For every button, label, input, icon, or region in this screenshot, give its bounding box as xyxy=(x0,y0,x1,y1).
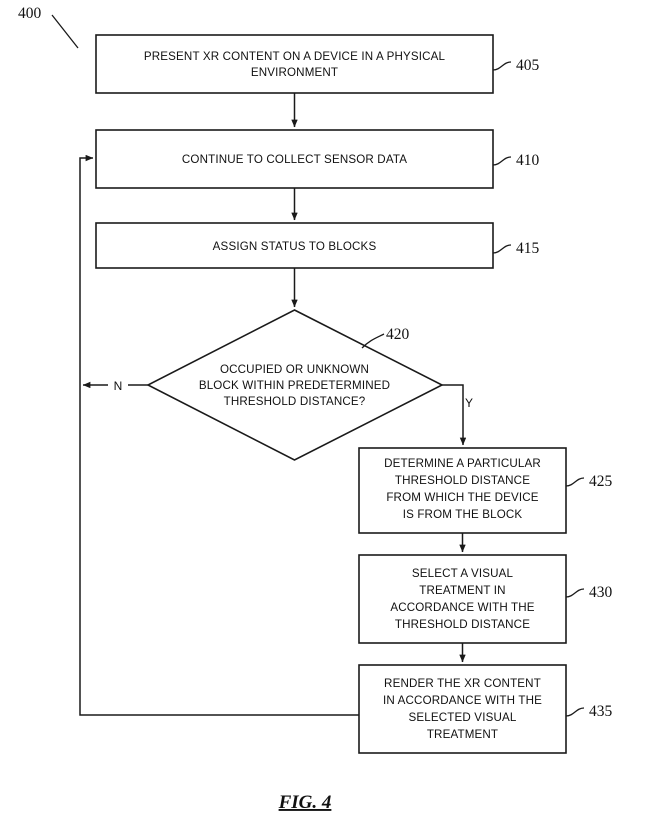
ref-415-leader xyxy=(492,244,512,254)
decision-diamond-420-line-2: BLOCK WITHIN PREDETERMINED xyxy=(199,379,390,392)
ref-number-415: 415 xyxy=(516,240,540,257)
process-box-435-line-4: TREATMENT xyxy=(427,728,498,741)
process-box-405[interactable] xyxy=(95,34,494,94)
decision-diamond-420-line-1: OCCUPIED OR UNKNOWN xyxy=(220,363,369,376)
process-box-425-line-4: IS FROM THE BLOCK xyxy=(403,508,523,521)
ref-410-leader xyxy=(492,156,512,166)
ref-430-leader xyxy=(565,588,585,598)
ref-number-420: 420 xyxy=(386,326,410,343)
diagram-ref-400-leader xyxy=(51,14,79,49)
process-box-435-line-1: RENDER THE XR CONTENT xyxy=(384,677,541,690)
branch-label-yes: Y xyxy=(465,396,473,410)
process-box-435-line-3: SELECTED VISUAL xyxy=(409,711,517,724)
feedback-loop-to-410 xyxy=(79,154,359,716)
ref-405-leader xyxy=(492,61,512,71)
ref-number-405: 405 xyxy=(516,57,540,74)
ref-number-425: 425 xyxy=(589,473,613,490)
process-box-410-line-1: CONTINUE TO COLLECT SENSOR DATA xyxy=(182,153,407,166)
process-box-425-line-3: FROM WHICH THE DEVICE xyxy=(386,491,538,504)
process-box-435-line-2: IN ACCORDANCE WITH THE xyxy=(383,694,542,707)
decision-diamond-420-line-3: THRESHOLD DISTANCE? xyxy=(224,395,366,408)
process-box-425-line-2: THRESHOLD DISTANCE xyxy=(395,474,530,487)
figure-caption: FIG. 4 xyxy=(278,792,332,813)
process-box-425[interactable] xyxy=(358,447,567,534)
process-box-425-line-1: DETERMINE A PARTICULAR xyxy=(384,457,541,470)
process-box-405-line-2: ENVIRONMENT xyxy=(251,66,338,79)
ref-number-410: 410 xyxy=(516,152,540,169)
process-box-415-line-1: ASSIGN STATUS TO BLOCKS xyxy=(213,240,377,253)
ref-number-435: 435 xyxy=(589,703,613,720)
diagram-ref-400: 400 xyxy=(18,5,42,22)
ref-435-leader xyxy=(565,707,585,717)
process-box-430-line-2: TREATMENT IN xyxy=(419,584,505,597)
ref-number-430: 430 xyxy=(589,584,613,601)
decision-diamond-420[interactable] xyxy=(146,309,444,461)
process-box-430-line-4: THRESHOLD DISTANCE xyxy=(395,618,530,631)
process-box-430-line-1: SELECT A VISUAL xyxy=(412,567,514,580)
process-box-430-line-3: ACCORDANCE WITH THE xyxy=(390,601,534,614)
ref-420-leader xyxy=(361,333,385,349)
process-box-435[interactable] xyxy=(358,664,567,754)
process-box-405-line-1: PRESENT XR CONTENT ON A DEVICE IN A PHYS… xyxy=(144,50,446,63)
ref-425-leader xyxy=(565,477,585,487)
branch-yes-path xyxy=(442,384,467,446)
process-box-415[interactable] xyxy=(95,222,494,269)
branch-label-no: N xyxy=(114,379,123,393)
